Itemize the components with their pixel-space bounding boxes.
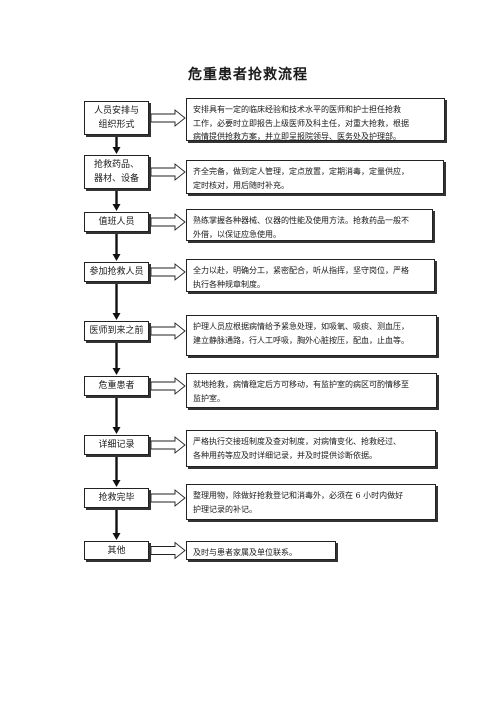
step-description: 熟练掌握各种器械、仪器的性能及使用方法。抢救药品一般不 外借，以保证应急使用。 xyxy=(193,216,409,239)
horizontal-arrow xyxy=(150,263,186,281)
page-title: 危重患者抢救流程 xyxy=(188,67,308,83)
step-description-box: 护理人员应根据病情给予紧急处理，如吸氧、吸痰、测血压， 建立静脉通路，行人工呼吸… xyxy=(186,315,437,356)
step-label-box: 抢救完毕 xyxy=(84,488,149,508)
step-description-box: 齐全完备，做到定人管理，定点放置，定期消毒，定量供应， 定时核对，用后随时补充。 xyxy=(186,160,444,194)
vertical-arrowhead xyxy=(112,427,121,434)
step-label-box: 抢救药品、 器材、设备 xyxy=(84,155,149,189)
horizontal-arrow xyxy=(150,322,186,340)
horizontal-arrow xyxy=(150,163,186,181)
horizontal-arrow xyxy=(150,109,186,127)
horizontal-arrow xyxy=(150,377,186,395)
vertical-arrowhead xyxy=(112,147,121,154)
vertical-arrowhead xyxy=(112,254,121,261)
step-label: 抢救完毕 xyxy=(98,493,135,503)
step-description: 就地抢救，病情稳定后方可移动，有监护室的病区可酌情移至 监护室。 xyxy=(193,380,409,403)
step-description-box: 及时与患者家属及单位联系。 xyxy=(186,541,336,560)
step-label: 医师到来之前 xyxy=(89,326,144,336)
step-description: 安排具有一定的临床经验和技术水平的医师和护士担任抢救 工作，必要时立即报告上级医… xyxy=(193,105,409,141)
step-description: 严格执行交接班制度及查对制度，对病情变化、抢救经过、 各种用药等应及时详细记录，… xyxy=(193,437,401,460)
step-description-box: 就地抢救，病情稳定后方可移动，有监护室的病区可酌情移至 监护室。 xyxy=(186,373,437,408)
step-description: 齐全完备，做到定人管理，定点放置，定期消毒，定量供应， 定时核对，用后随时补充。 xyxy=(193,167,409,190)
vertical-arrowhead xyxy=(112,533,121,540)
step-label: 危重患者 xyxy=(98,381,135,391)
step-label-box: 医师到来之前 xyxy=(84,321,149,341)
step-description-box: 安排具有一定的临床经验和技术水平的医师和护士担任抢救 工作，必要时立即报告上级医… xyxy=(186,98,445,141)
step-label: 参加抢救人员 xyxy=(89,267,144,277)
step-label-box: 其他 xyxy=(84,541,149,560)
step-description-box: 熟练掌握各种器械、仪器的性能及使用方法。抢救药品一般不 外借，以保证应急使用。 xyxy=(186,209,433,241)
step-label: 详细记录 xyxy=(98,440,135,450)
step-label-box: 危重患者 xyxy=(84,376,149,396)
step-label-box: 参加抢救人员 xyxy=(84,262,149,282)
step-label: 人员安排与 组织形式 xyxy=(93,106,139,130)
step-label-box: 详细记录 xyxy=(84,435,149,455)
step-label: 值班人员 xyxy=(98,217,135,227)
vertical-arrowhead xyxy=(112,204,121,211)
step-description-box: 整理用物，除做好抢救登记和消毒外，必须在 6 小时内做好 护理记录的补记。 xyxy=(186,484,436,520)
step-label-box: 人员安排与 组织形式 xyxy=(84,101,149,135)
step-description-box: 全力以赴，明确分工，紧密配合，听从指挥，坚守岗位，严格 执行各种规章制度。 xyxy=(186,259,435,292)
horizontal-arrow xyxy=(150,541,186,560)
step-description: 全力以赴，明确分工，紧密配合，听从指挥，坚守岗位，严格 执行各种规章制度。 xyxy=(193,266,409,289)
vertical-arrowhead xyxy=(112,313,121,320)
vertical-arrowhead xyxy=(112,368,121,375)
step-label: 其他 xyxy=(107,545,126,556)
step-label: 抢救药品、 器材、设备 xyxy=(93,160,139,184)
step-description: 整理用物，除做好抢救登记和消毒外，必须在 6 小时内做好 护理记录的补记。 xyxy=(193,491,404,514)
step-description-box: 严格执行交接班制度及查对制度，对病情变化、抢救经过、 各种用药等应及时详细记录，… xyxy=(186,430,436,467)
horizontal-arrow xyxy=(150,213,186,231)
step-description: 护理人员应根据病情给予紧急处理，如吸氧、吸痰、测血压， 建立静脉通路，行人工呼吸… xyxy=(193,322,409,345)
step-description: 及时与患者家属及单位联系。 xyxy=(193,548,297,557)
vertical-arrowhead xyxy=(112,480,121,487)
horizontal-arrow xyxy=(150,436,186,454)
step-label-box: 值班人员 xyxy=(84,212,149,232)
horizontal-arrow xyxy=(150,489,186,507)
